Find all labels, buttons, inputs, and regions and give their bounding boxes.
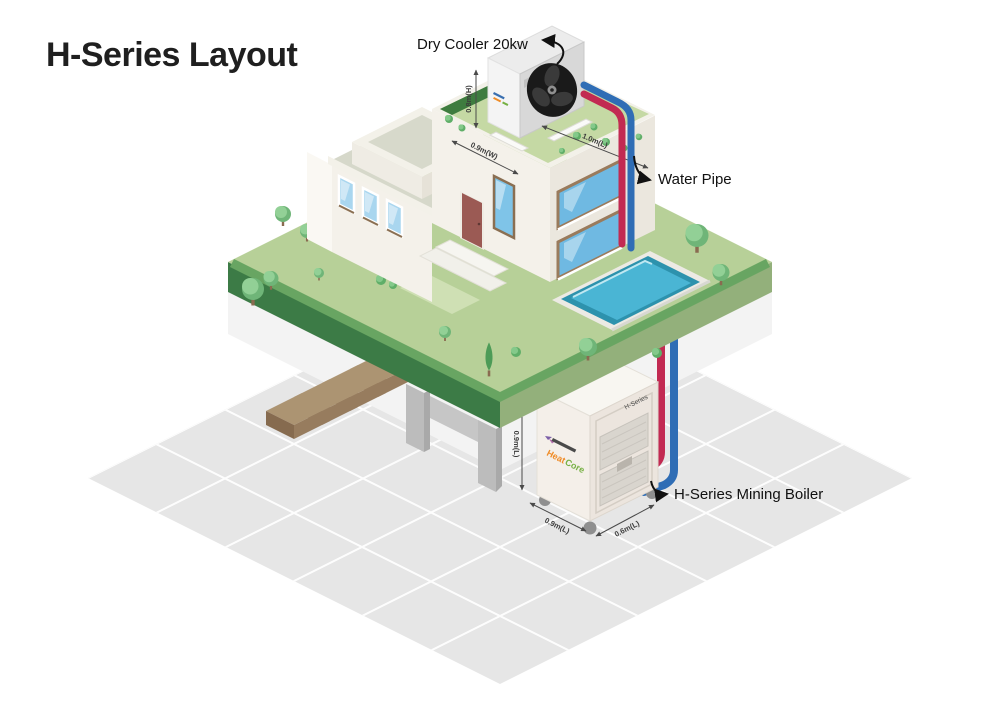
left-block-windows <box>337 173 404 239</box>
cooler-logo <box>493 91 509 106</box>
pool <box>552 251 711 332</box>
boiler-depth-dimension-line <box>595 504 655 537</box>
tower-front-left-face <box>352 142 422 199</box>
pool-deck-edge <box>611 279 711 332</box>
left-block-side-face <box>307 152 332 252</box>
page-title: H-Series Layout <box>46 36 298 74</box>
cooler-fan <box>526 63 578 117</box>
concrete-doorway <box>406 384 502 492</box>
cold-pipe-lower <box>640 326 678 496</box>
annotations: Dry Cooler 20kw Water Pipe H-Series Mini… <box>417 34 823 503</box>
left-block-front-face <box>332 165 432 302</box>
tree <box>275 206 291 226</box>
boiler-grille-lower <box>599 450 649 507</box>
window <box>337 173 356 215</box>
slab-left-face <box>228 262 500 428</box>
mining-boiler-label: H-Series Mining Boiler <box>674 486 823 503</box>
boiler-width-dimension-line <box>529 502 587 532</box>
dry-cooler-arrow <box>541 34 565 65</box>
cooler-height-dimension: 0.8m(H) <box>464 85 473 113</box>
front-door <box>460 191 484 250</box>
window <box>361 185 380 227</box>
boiler-wheel <box>583 521 597 535</box>
bush <box>651 347 662 358</box>
window <box>556 157 624 231</box>
boiler-height-dimension: 0.9m(L) <box>512 431 521 458</box>
bush <box>510 346 521 357</box>
dry-cooler-label: Dry Cooler 20kw <box>417 36 528 53</box>
cooler-width-dimension-line <box>451 140 519 175</box>
mining-boiler: H-Series HeatCore 0.9m(L) 0.9m(L) 0.6m(L… <box>512 355 660 539</box>
boiler-grille-upper <box>599 412 649 471</box>
mining-boiler-arrow <box>650 480 669 503</box>
water-pipe-arrow <box>633 155 652 185</box>
window <box>385 197 404 239</box>
left-block-parapet <box>328 156 432 216</box>
pool-highlight <box>572 259 653 298</box>
water-pipe-label: Water Pipe <box>658 171 732 188</box>
boiler-handle <box>617 456 632 472</box>
lawn-edge-band <box>229 258 771 403</box>
water-pipes-upper <box>580 81 635 252</box>
pool-water <box>571 260 691 320</box>
entry-steps <box>418 239 510 292</box>
slab-right-face <box>500 262 772 428</box>
hot-pipe-upper <box>580 90 626 248</box>
window <box>492 173 516 241</box>
cold-pipe-upper <box>580 81 635 252</box>
